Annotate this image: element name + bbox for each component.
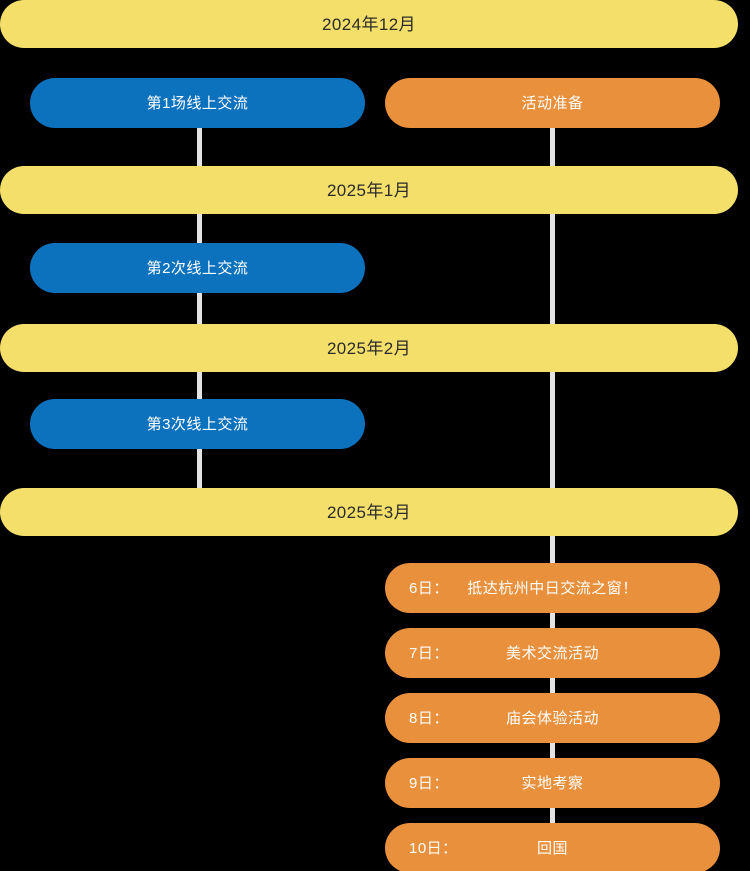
event-label: 第1场线上交流 (146, 94, 249, 112)
day-number: 8日： (409, 709, 449, 727)
event-pill-online-1[interactable]: 第1场线上交流 (30, 78, 365, 128)
day-number: 7日： (409, 644, 449, 662)
event-label: 第3次线上交流 (146, 415, 249, 433)
month-band-2025-02: 2025年2月 (0, 324, 738, 372)
day-number: 6日： (409, 579, 449, 597)
event-label: 活动准备 (521, 94, 584, 112)
day-pill-8[interactable]: 8日： 庙会体验活动 (385, 693, 720, 743)
month-band-2025-01: 2025年1月 (0, 166, 738, 214)
month-label: 2025年1月 (326, 180, 412, 200)
day-number: 9日： (409, 774, 449, 792)
event-pill-online-2[interactable]: 第2次线上交流 (30, 243, 365, 293)
month-band-2024-12: 2024年12月 (0, 0, 738, 48)
event-pill-preparation[interactable]: 活动准备 (385, 78, 720, 128)
event-pill-online-3[interactable]: 第3次线上交流 (30, 399, 365, 449)
month-label: 2025年3月 (326, 502, 412, 522)
day-number: 10日： (409, 839, 458, 857)
day-pill-10[interactable]: 10日： 回国 (385, 823, 720, 871)
day-pill-7[interactable]: 7日： 美术交流活动 (385, 628, 720, 678)
day-pill-6[interactable]: 6日： 抵达杭州中日交流之窗！ (385, 563, 720, 613)
month-label: 2025年2月 (326, 338, 412, 358)
day-pill-9[interactable]: 9日： 实地考察 (385, 758, 720, 808)
month-band-2025-03: 2025年3月 (0, 488, 738, 536)
month-label: 2024年12月 (322, 14, 416, 34)
event-label: 第2次线上交流 (146, 259, 249, 277)
